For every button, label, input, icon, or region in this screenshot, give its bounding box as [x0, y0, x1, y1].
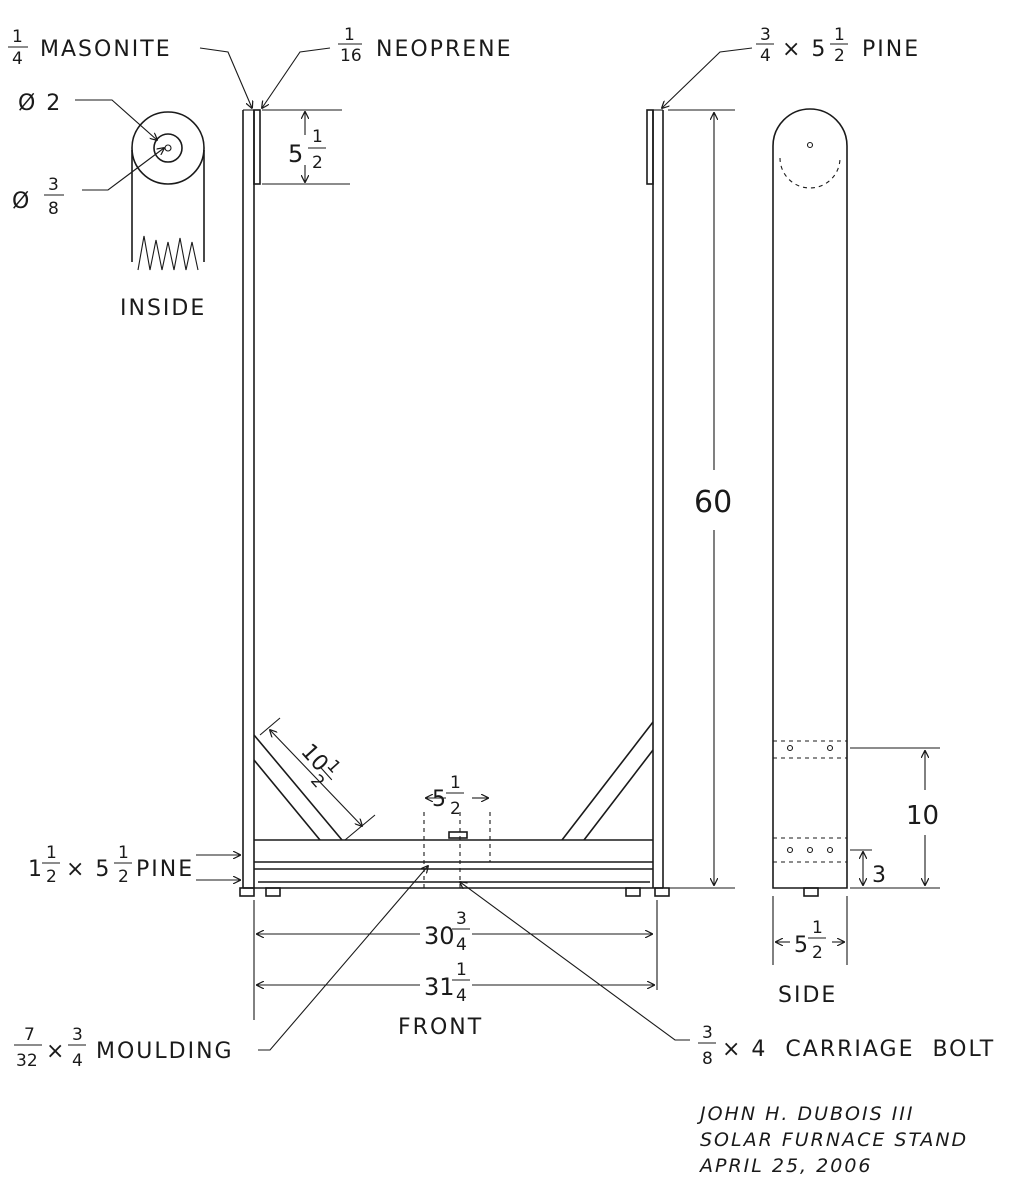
svg-text:4: 4	[12, 49, 23, 69]
svg-text:APRIL 25, 2006: APRIL 25, 2006	[698, 1155, 873, 1177]
svg-text:×: ×	[46, 1039, 66, 1064]
svg-text:5: 5	[288, 140, 303, 168]
svg-text:5: 5	[432, 787, 446, 812]
svg-text:PINE: PINE	[862, 37, 920, 62]
svg-text:1: 1	[12, 27, 23, 47]
svg-text:Ø: Ø	[12, 189, 31, 214]
inside-label: INSIDE	[120, 296, 206, 321]
right-upright	[646, 109, 664, 888]
svg-text:2: 2	[306, 771, 328, 792]
svg-text:3: 3	[48, 175, 59, 195]
inside-detail	[131, 111, 205, 271]
svg-text:3: 3	[760, 25, 771, 45]
carriage-bolt-label: 3 8 × 4 CARRIAGE BOLT	[698, 1023, 995, 1069]
left-upright	[242, 109, 261, 888]
svg-text:2: 2	[834, 46, 845, 66]
svg-text:4: 4	[456, 986, 467, 1006]
svg-text:16: 16	[340, 46, 362, 66]
svg-text:5: 5	[794, 933, 808, 958]
svg-text:2: 2	[46, 867, 57, 887]
svg-text:4: 4	[72, 1051, 83, 1071]
dim-top-5-1-2: 5 1 2	[288, 127, 326, 173]
svg-text:31: 31	[424, 973, 455, 1001]
moulding-label: 7 32 × 3 4 MOULDING	[14, 1025, 234, 1071]
svg-text:1: 1	[812, 918, 823, 938]
svg-text:2: 2	[312, 153, 323, 173]
svg-text:8: 8	[702, 1049, 713, 1069]
dim-center-5-1-2: 5 1 2	[432, 773, 464, 819]
title-block: JOHN H. DUBOIS III SOLAR FURNACE STAND A…	[696, 1103, 968, 1177]
svg-text:2: 2	[118, 867, 129, 887]
svg-text:PINE: PINE	[136, 857, 194, 882]
svg-text:7: 7	[24, 1025, 35, 1045]
svg-text:SOLAR FURNACE STAND: SOLAR FURNACE STAND	[700, 1129, 968, 1151]
svg-text:1: 1	[834, 25, 845, 45]
diameter-3-8-label: Ø 3 8	[12, 175, 64, 219]
pine-bottom-label: 1 1 2 × 5 1 2 PINE	[28, 843, 194, 887]
svg-text:3: 3	[456, 909, 467, 929]
svg-text:JOHN H. DUBOIS III: JOHN H. DUBOIS III	[696, 1103, 915, 1125]
diameter-2-label: Ø 2	[18, 91, 62, 116]
leveling-feet	[239, 887, 670, 897]
dim-width-30-3-4: 30 3 4	[424, 909, 470, 955]
svg-text:3: 3	[702, 1023, 713, 1043]
svg-text:1: 1	[46, 843, 57, 863]
svg-text:2: 2	[812, 943, 823, 963]
svg-text:4: 4	[456, 935, 467, 955]
neoprene-label: 1 16 NEOPRENE	[338, 25, 512, 66]
svg-text:30: 30	[424, 922, 455, 950]
dim-side-3: 3	[872, 863, 888, 888]
base-board	[243, 812, 663, 889]
svg-text:4: 4	[760, 46, 771, 66]
svg-text:1: 1	[312, 127, 323, 147]
svg-text:8: 8	[48, 199, 59, 219]
svg-text:1: 1	[450, 773, 461, 793]
svg-text:1: 1	[118, 843, 129, 863]
svg-text:MOULDING: MOULDING	[96, 1039, 234, 1064]
svg-text:1: 1	[456, 960, 467, 980]
side-view	[772, 108, 848, 965]
svg-text:2: 2	[450, 799, 461, 819]
svg-text:MASONITE: MASONITE	[40, 37, 172, 62]
pine-top-label: 3 4 × 5 1 2 PINE	[756, 25, 920, 66]
dim-width-31-1-4: 31 1 4	[424, 960, 470, 1006]
svg-text:3: 3	[72, 1025, 83, 1045]
svg-text:× 5: × 5	[782, 37, 827, 62]
svg-text:1: 1	[344, 25, 355, 45]
front-label: FRONT	[398, 1015, 483, 1040]
dim-side-5-1-2: 5 1 2	[794, 918, 826, 963]
side-label: SIDE	[778, 983, 837, 1008]
svg-text:32: 32	[16, 1051, 38, 1071]
svg-text:NEOPRENE: NEOPRENE	[376, 37, 512, 62]
dim-side-10: 10	[906, 801, 939, 831]
front-view	[239, 109, 670, 1020]
svg-text:× 4 CARRIAGE BOLT: × 4 CARRIAGE BOLT	[722, 1037, 995, 1062]
svg-text:× 5: × 5	[66, 857, 111, 882]
svg-text:1: 1	[28, 857, 44, 882]
masonite-label: 1 4 MASONITE	[8, 27, 172, 69]
dim-height-60: 60	[694, 485, 732, 520]
